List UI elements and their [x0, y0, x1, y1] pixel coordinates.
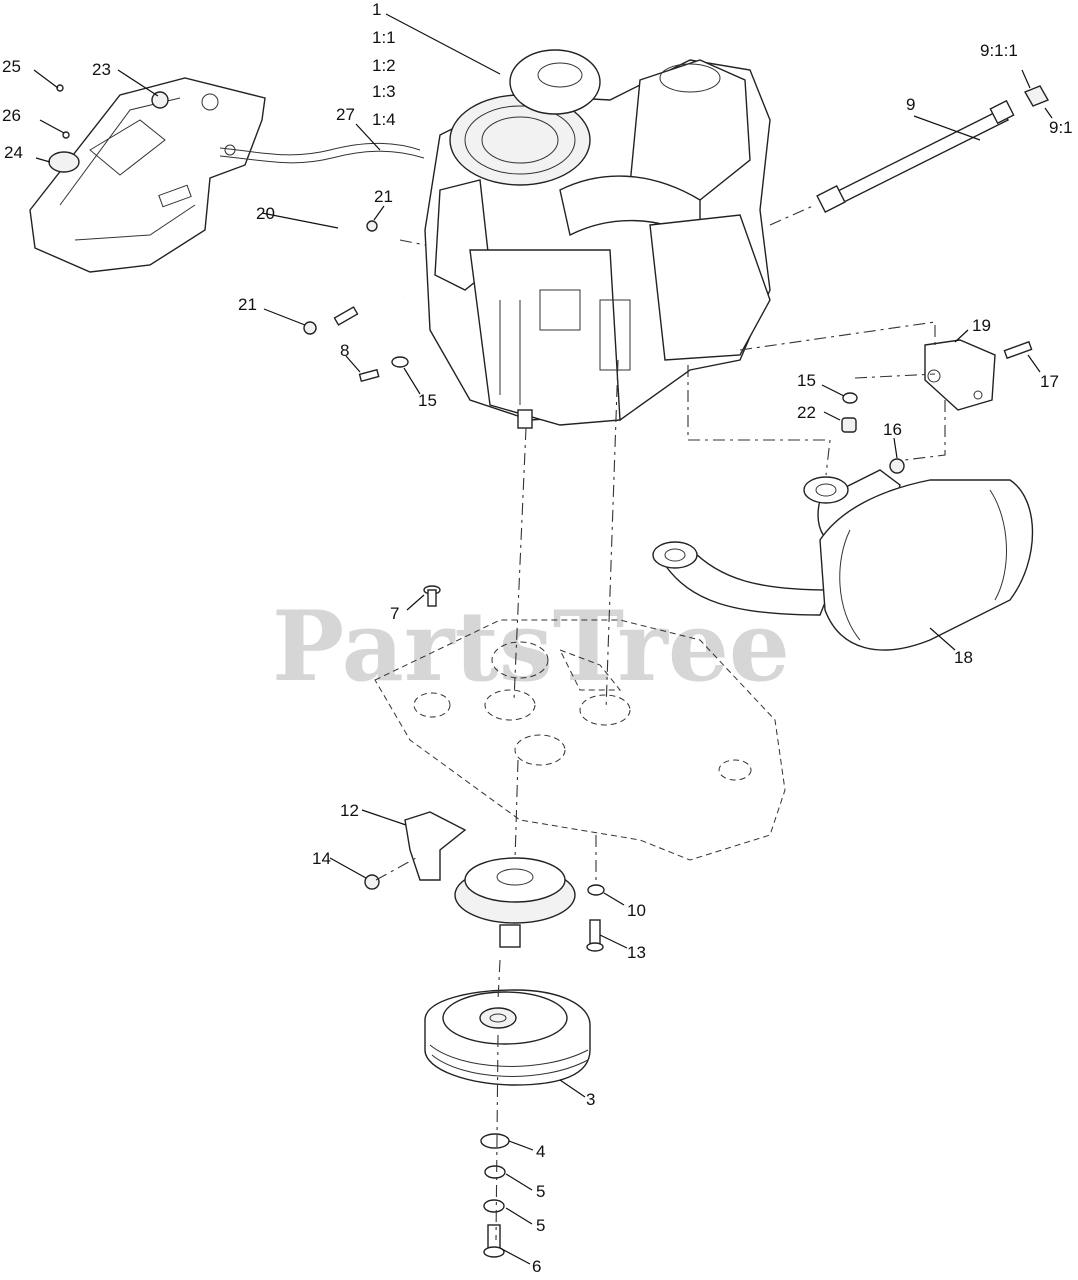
callout-25: 25 — [2, 57, 21, 76]
bolt-8 — [358, 368, 380, 383]
callout-1-3: 1:3 — [372, 82, 396, 101]
callout-21b: 21 — [238, 295, 257, 314]
callout-17: 17 — [1040, 372, 1059, 391]
callout-16: 16 — [883, 420, 902, 439]
callout-4: 4 — [536, 1142, 545, 1161]
callout-9: 9 — [906, 95, 915, 114]
muffler-18 — [652, 469, 1034, 651]
drive-pulley — [454, 857, 576, 948]
callout-9-1-1: 9:1:1 — [980, 41, 1018, 60]
callout-18: 18 — [954, 648, 973, 667]
callout-9-1: 9:1 — [1049, 118, 1073, 137]
callout-15a: 15 — [418, 391, 437, 410]
nut-22 — [841, 417, 857, 433]
washer-15a — [391, 356, 409, 368]
muffler-bracket-19 — [924, 339, 996, 411]
callout-6: 6 — [532, 1257, 541, 1276]
callout-1: 1 — [372, 0, 381, 19]
callout-19: 19 — [972, 316, 991, 335]
callout-5b: 5 — [536, 1216, 545, 1235]
callout-20: 20 — [256, 204, 275, 223]
callout-26: 26 — [2, 106, 21, 125]
washer-10 — [587, 884, 605, 896]
engine-assembly — [424, 49, 771, 429]
callout-1-4: 1:4 — [372, 110, 396, 129]
nut-14 — [364, 874, 380, 890]
air-cleaner-cover — [509, 49, 601, 115]
crankshaft — [517, 409, 533, 429]
callout-12: 12 — [340, 801, 359, 820]
callout-8: 8 — [340, 341, 349, 360]
carriage-bolt-7 — [423, 585, 441, 607]
washer-15b — [842, 392, 858, 404]
bolt-17 — [1003, 340, 1033, 360]
clamp-21a — [366, 220, 378, 232]
cable-27 — [219, 142, 421, 156]
callout-22: 22 — [797, 403, 816, 422]
callout-23: 23 — [92, 60, 111, 79]
callout-27: 27 — [336, 105, 355, 124]
bracket-12 — [404, 811, 467, 881]
callout-21a: 21 — [374, 187, 393, 206]
callout-1-2: 1:2 — [372, 56, 396, 75]
callout-7: 7 — [390, 604, 399, 623]
callout-14: 14 — [312, 849, 331, 868]
callout-3: 3 — [586, 1090, 595, 1109]
lock-washer-5b — [483, 1199, 505, 1213]
bolt-13 — [586, 919, 604, 952]
throttle-knob — [48, 151, 80, 173]
fuel-hose-9 — [816, 99, 1015, 213]
callout-1-1: 1:1 — [372, 28, 396, 47]
watermark: PartsTree — [272, 590, 790, 703]
nut-16 — [889, 458, 905, 474]
callout-24: 24 — [4, 143, 23, 162]
nut-26 — [62, 131, 70, 139]
pto-clutch-3 — [424, 989, 591, 1086]
callout-10: 10 — [627, 901, 646, 920]
frame-plate — [374, 619, 786, 861]
washer-4 — [480, 1133, 510, 1149]
bolt-6 — [483, 1224, 505, 1258]
callout-13: 13 — [627, 943, 646, 962]
control-panel-assembly — [29, 77, 266, 273]
clamp-21b — [303, 321, 317, 335]
ignition-switch — [151, 91, 169, 109]
lock-washer-5a — [484, 1165, 506, 1179]
fuel-line-20 — [335, 204, 406, 306]
fitting-9-1 — [1023, 85, 1050, 107]
callout-15b: 15 — [797, 371, 816, 390]
callout-5a: 5 — [536, 1182, 545, 1201]
